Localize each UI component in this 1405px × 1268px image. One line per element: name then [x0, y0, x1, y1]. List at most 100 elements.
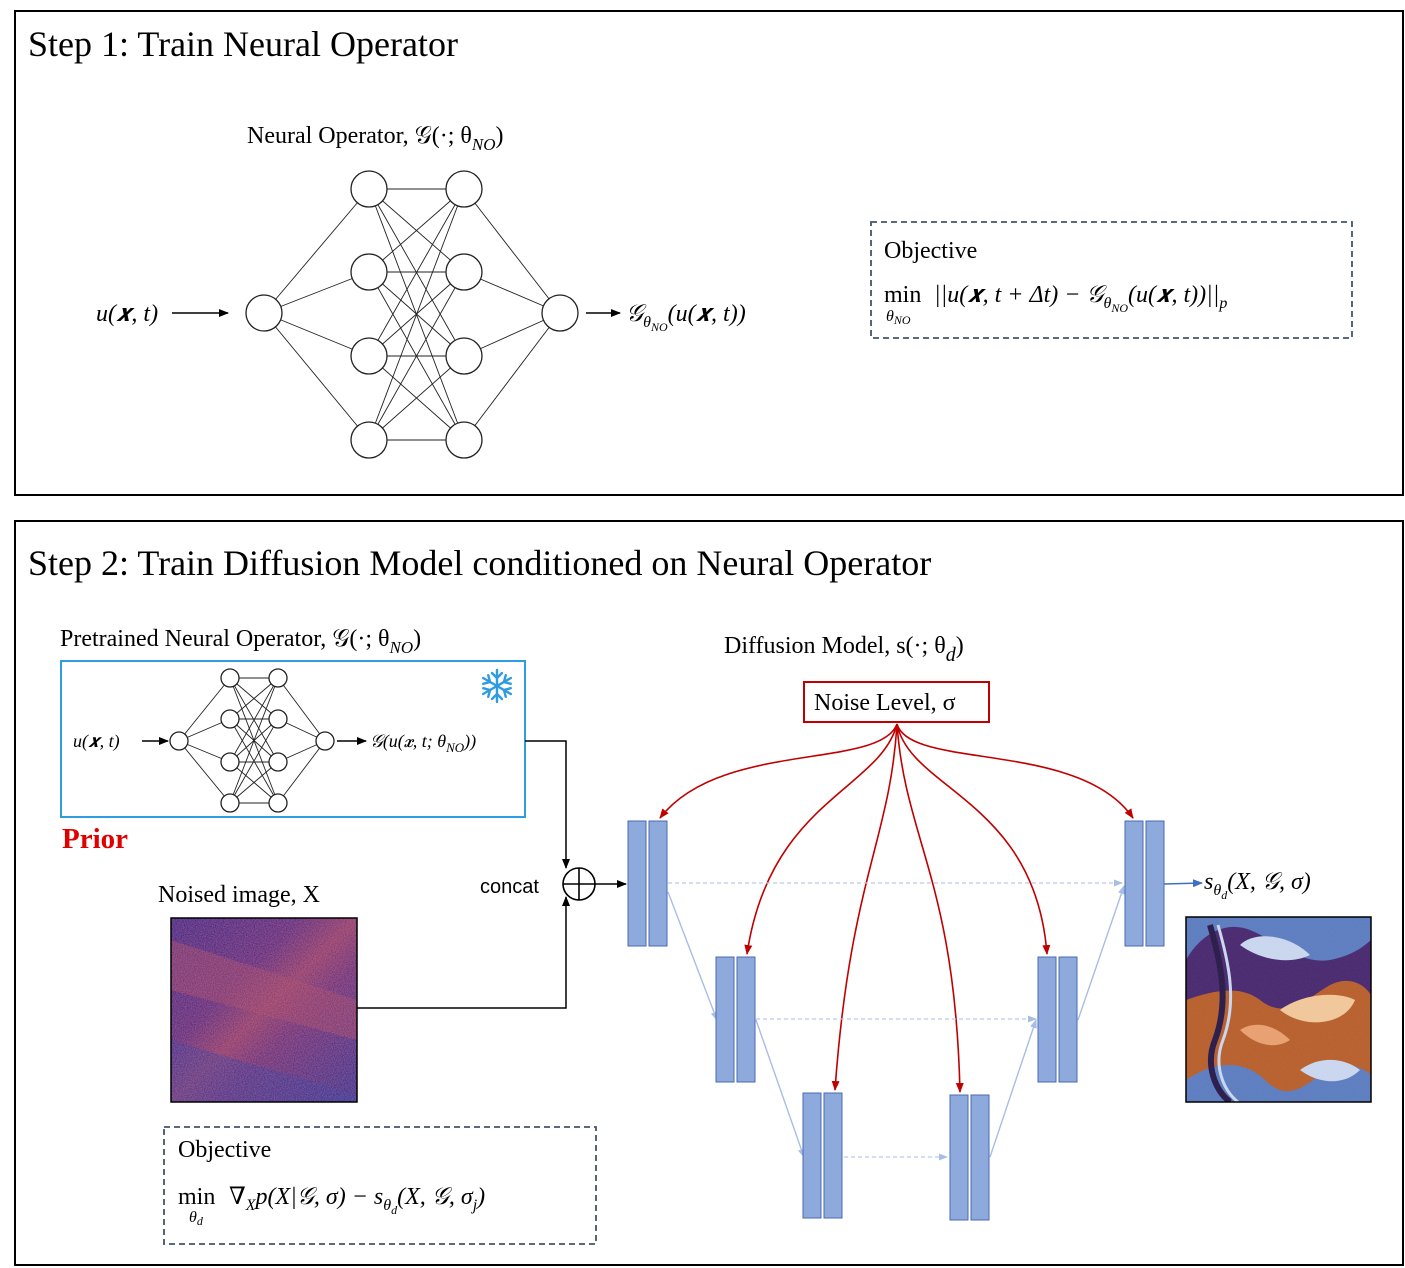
prior-network	[169, 668, 335, 813]
step1-panel	[14, 10, 1404, 496]
unet-block	[1145, 820, 1165, 947]
unet-output-arrow	[1163, 879, 1203, 888]
step1-title: Step 1: Train Neural Operator	[28, 24, 458, 64]
network-edge	[263, 312, 370, 357]
network-edge	[463, 188, 561, 314]
network-edge	[463, 312, 561, 441]
unet-block	[970, 1094, 990, 1221]
noised-image-label: Noised image, X	[158, 882, 320, 908]
network-node	[350, 421, 388, 459]
network-node	[445, 337, 483, 375]
diffusion-output: sθd(X, 𝒢, σ)	[1204, 869, 1311, 902]
network-edge	[277, 677, 326, 742]
network-edge	[229, 761, 279, 804]
diffusion-label: Diffusion Model, s(·; θd)	[724, 633, 964, 666]
prior-box	[60, 660, 526, 818]
network-node	[220, 752, 240, 772]
network-edge	[178, 677, 231, 742]
unet-block	[715, 956, 735, 1083]
network-node	[169, 731, 189, 751]
unet-block	[1124, 820, 1144, 947]
network-node	[220, 709, 240, 729]
step2-panel	[14, 520, 1404, 1266]
step1-output: 𝒢θNO(u(𝒙, t))	[626, 301, 746, 334]
network-edge	[263, 188, 370, 314]
unet-block	[1058, 956, 1078, 1083]
prior-to-concat-line	[525, 740, 570, 869]
network-node	[541, 294, 579, 332]
step1-network-label: Neural Operator, 𝒢(·; θNO)	[247, 123, 504, 154]
network-node	[220, 793, 240, 813]
prior-label: Prior	[62, 823, 128, 855]
network-edge	[368, 355, 465, 441]
unet-block	[823, 1092, 843, 1219]
unet-block	[736, 956, 756, 1083]
network-edge	[229, 718, 279, 804]
step1-objective-box: Objective min θNO ||u(𝒙, t + Δt) − 𝒢θNO(…	[870, 221, 1353, 339]
unet-block	[802, 1092, 822, 1219]
network-node	[268, 752, 288, 772]
noise-arrow-enc1	[659, 723, 898, 819]
noise-level-label: Noise Level, σ	[814, 690, 956, 716]
network-node	[268, 709, 288, 729]
network-node	[350, 170, 388, 208]
prior-output: 𝒢(u(𝒙, t; θNO))	[370, 731, 476, 755]
network-node	[445, 253, 483, 291]
noise-arrows	[659, 723, 1134, 1093]
noised-image-frame	[170, 917, 358, 1103]
step1-input: u(𝒙, t)	[96, 301, 158, 327]
network-node	[268, 793, 288, 813]
svg-text:||u(𝒙, t + Δt) − 𝒢θNO(u(𝒙,: ||u(𝒙, t + Δt) − 𝒢θNO(u(𝒙, t))||p	[934, 282, 1227, 315]
output-image-frame	[1185, 916, 1372, 1103]
network-node	[445, 170, 483, 208]
down-up-connections	[667, 885, 1125, 1158]
noised-to-concat-line	[357, 896, 570, 1009]
noise-arrow-enc2	[744, 723, 898, 955]
noise-arrow-dec1	[896, 723, 1134, 819]
network-node	[245, 294, 283, 332]
network-edge	[368, 271, 465, 441]
network-node	[445, 421, 483, 459]
svg-text:θd: θd	[189, 1209, 204, 1228]
svg-text:θNO: θNO	[886, 308, 911, 327]
noised-image	[171, 918, 357, 1102]
svg-text:min: min	[884, 282, 921, 308]
svg-text:Objective: Objective	[178, 1137, 271, 1163]
network-edge	[229, 677, 279, 763]
noise-level-box	[803, 681, 990, 723]
step2-title: Step 2: Train Diffusion Model conditione…	[28, 543, 931, 583]
noise-arrow-dec3	[896, 723, 964, 1093]
network-edge	[263, 312, 370, 441]
network-edge	[368, 188, 465, 441]
network-node	[315, 731, 335, 751]
network-edge	[229, 677, 279, 804]
output-image	[1186, 917, 1371, 1102]
concat-plus-icon	[562, 867, 596, 901]
concat-label: concat	[480, 876, 539, 898]
network-node	[220, 668, 240, 688]
svg-text:min: min	[178, 1184, 215, 1210]
prior-input: u(𝒙, t)	[73, 731, 120, 752]
snowflake-icon	[479, 668, 515, 704]
noise-arrow-dec2	[896, 723, 1051, 955]
network-node	[350, 253, 388, 291]
unet-block	[1037, 956, 1057, 1083]
pretrained-label: Pretrained Neural Operator, 𝒢(·; θNO)	[60, 626, 421, 657]
step2-objective-box: Objective min θd ∇Xp(X|𝒢, σ) − sθd(X, 𝒢,…	[163, 1126, 597, 1245]
noise-arrow-enc3	[831, 723, 898, 1091]
unet-block	[949, 1094, 969, 1221]
network-edge	[368, 188, 465, 357]
unet-block	[648, 820, 668, 947]
skip-connections	[668, 879, 1123, 1161]
network-edge	[277, 740, 326, 804]
svg-text:∇Xp(X|𝒢, σ) − sθd(X, 𝒢, σj): ∇Xp(X|𝒢, σ) − sθd(X, 𝒢, σj)	[229, 1184, 485, 1217]
step1-network	[245, 170, 579, 459]
unet-block	[627, 820, 647, 947]
network-edge	[178, 740, 231, 804]
network-edge	[263, 271, 370, 314]
network-node	[268, 668, 288, 688]
network-node	[350, 337, 388, 375]
svg-text:Objective: Objective	[884, 238, 977, 264]
network-edge	[229, 677, 279, 720]
network-edge	[368, 188, 465, 273]
